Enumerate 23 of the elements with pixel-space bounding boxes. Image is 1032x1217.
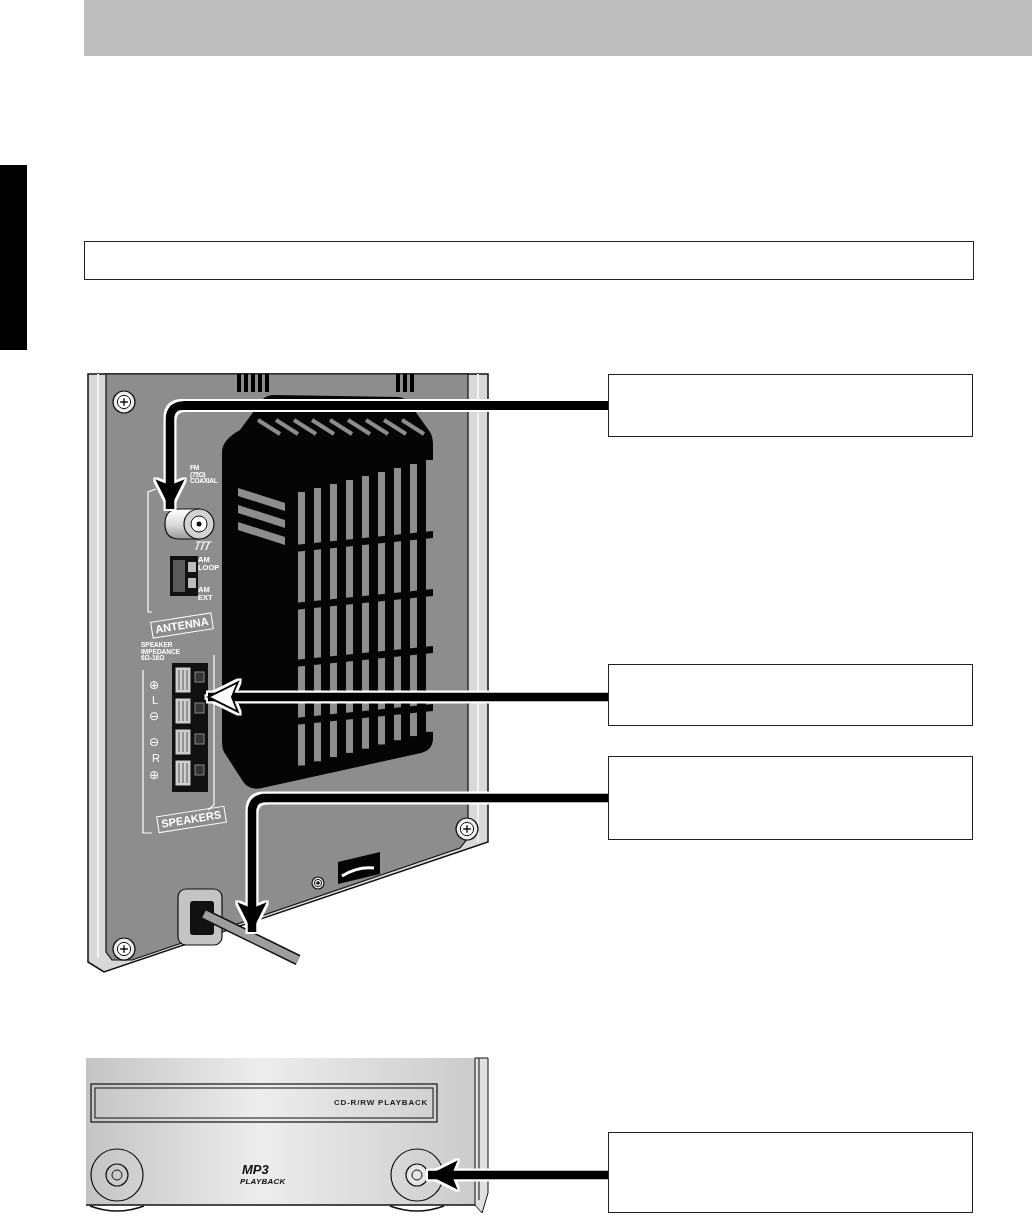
format-sublabel: PLAYBACK (240, 1178, 286, 1186)
callout-box (608, 1132, 973, 1213)
note-box (84, 241, 974, 280)
fm-antenna-jack (164, 508, 215, 540)
arrow (428, 1160, 608, 1190)
channel-label: R (152, 753, 160, 764)
header-bar (84, 0, 1032, 56)
arrow (237, 793, 608, 932)
screw-hole (405, 1163, 429, 1187)
arrow (155, 401, 608, 509)
format-label: MP3 (242, 1163, 269, 1176)
speaker-terminal-block (172, 663, 208, 792)
channel-label: L (152, 695, 159, 706)
callout-box (608, 374, 973, 437)
callout-box (608, 664, 973, 726)
polarity-mark: ⊕ (149, 769, 160, 781)
power-cord (201, 909, 301, 965)
callout-box (608, 756, 973, 840)
polarity-mark: ⊖ (149, 710, 160, 722)
polarity-mark: ⊕ (149, 679, 160, 691)
slot-label: CD-R/RW PLAYBACK (334, 1099, 429, 1107)
arrow (207, 681, 608, 713)
polarity-mark: ⊖ (149, 736, 160, 748)
